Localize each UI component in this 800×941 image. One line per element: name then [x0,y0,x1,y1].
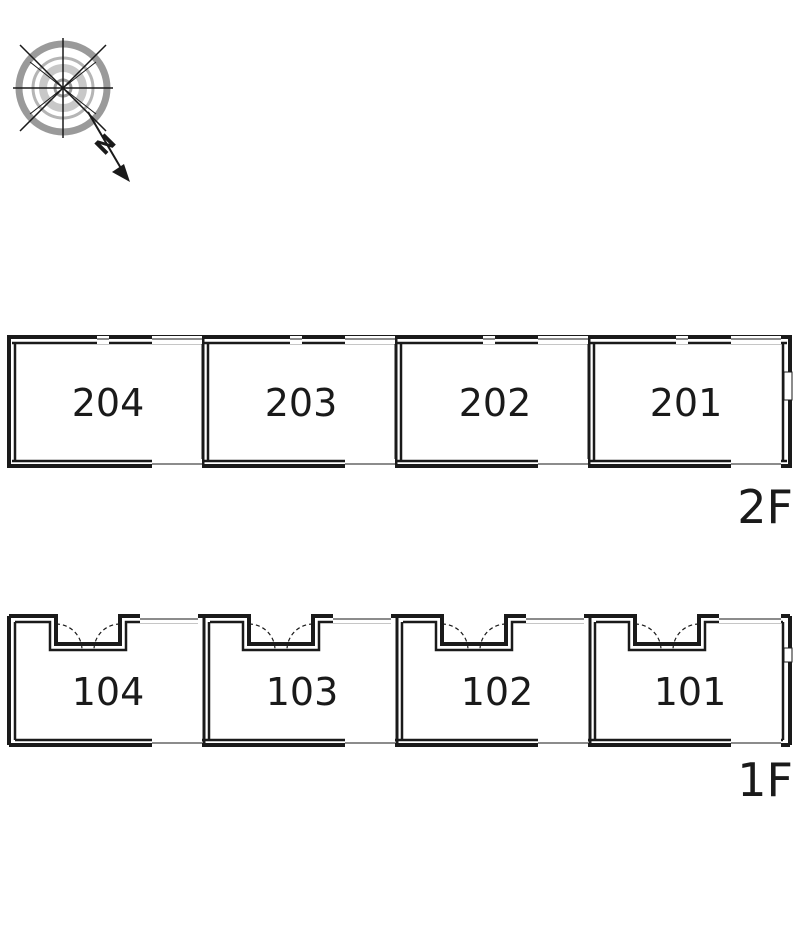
unit-label-202: 202 [459,381,532,425]
floor-label-1f: 1F [737,753,793,807]
unit-label-203: 203 [265,381,338,425]
unit-label-103: 103 [266,670,339,714]
floor-2f: 204 203 202 201 2F [7,335,793,534]
compass-rose-icon: N [13,38,130,182]
compass-north-label: N [91,130,122,161]
unit-label-204: 204 [72,381,145,425]
floor-label-2f: 2F [737,480,793,534]
floor-1f: 104 103 102 101 1F [7,614,793,807]
unit-label-102: 102 [461,670,534,714]
unit-label-201: 201 [650,381,723,425]
unit-label-104: 104 [72,670,145,714]
unit-label-101: 101 [654,670,727,714]
